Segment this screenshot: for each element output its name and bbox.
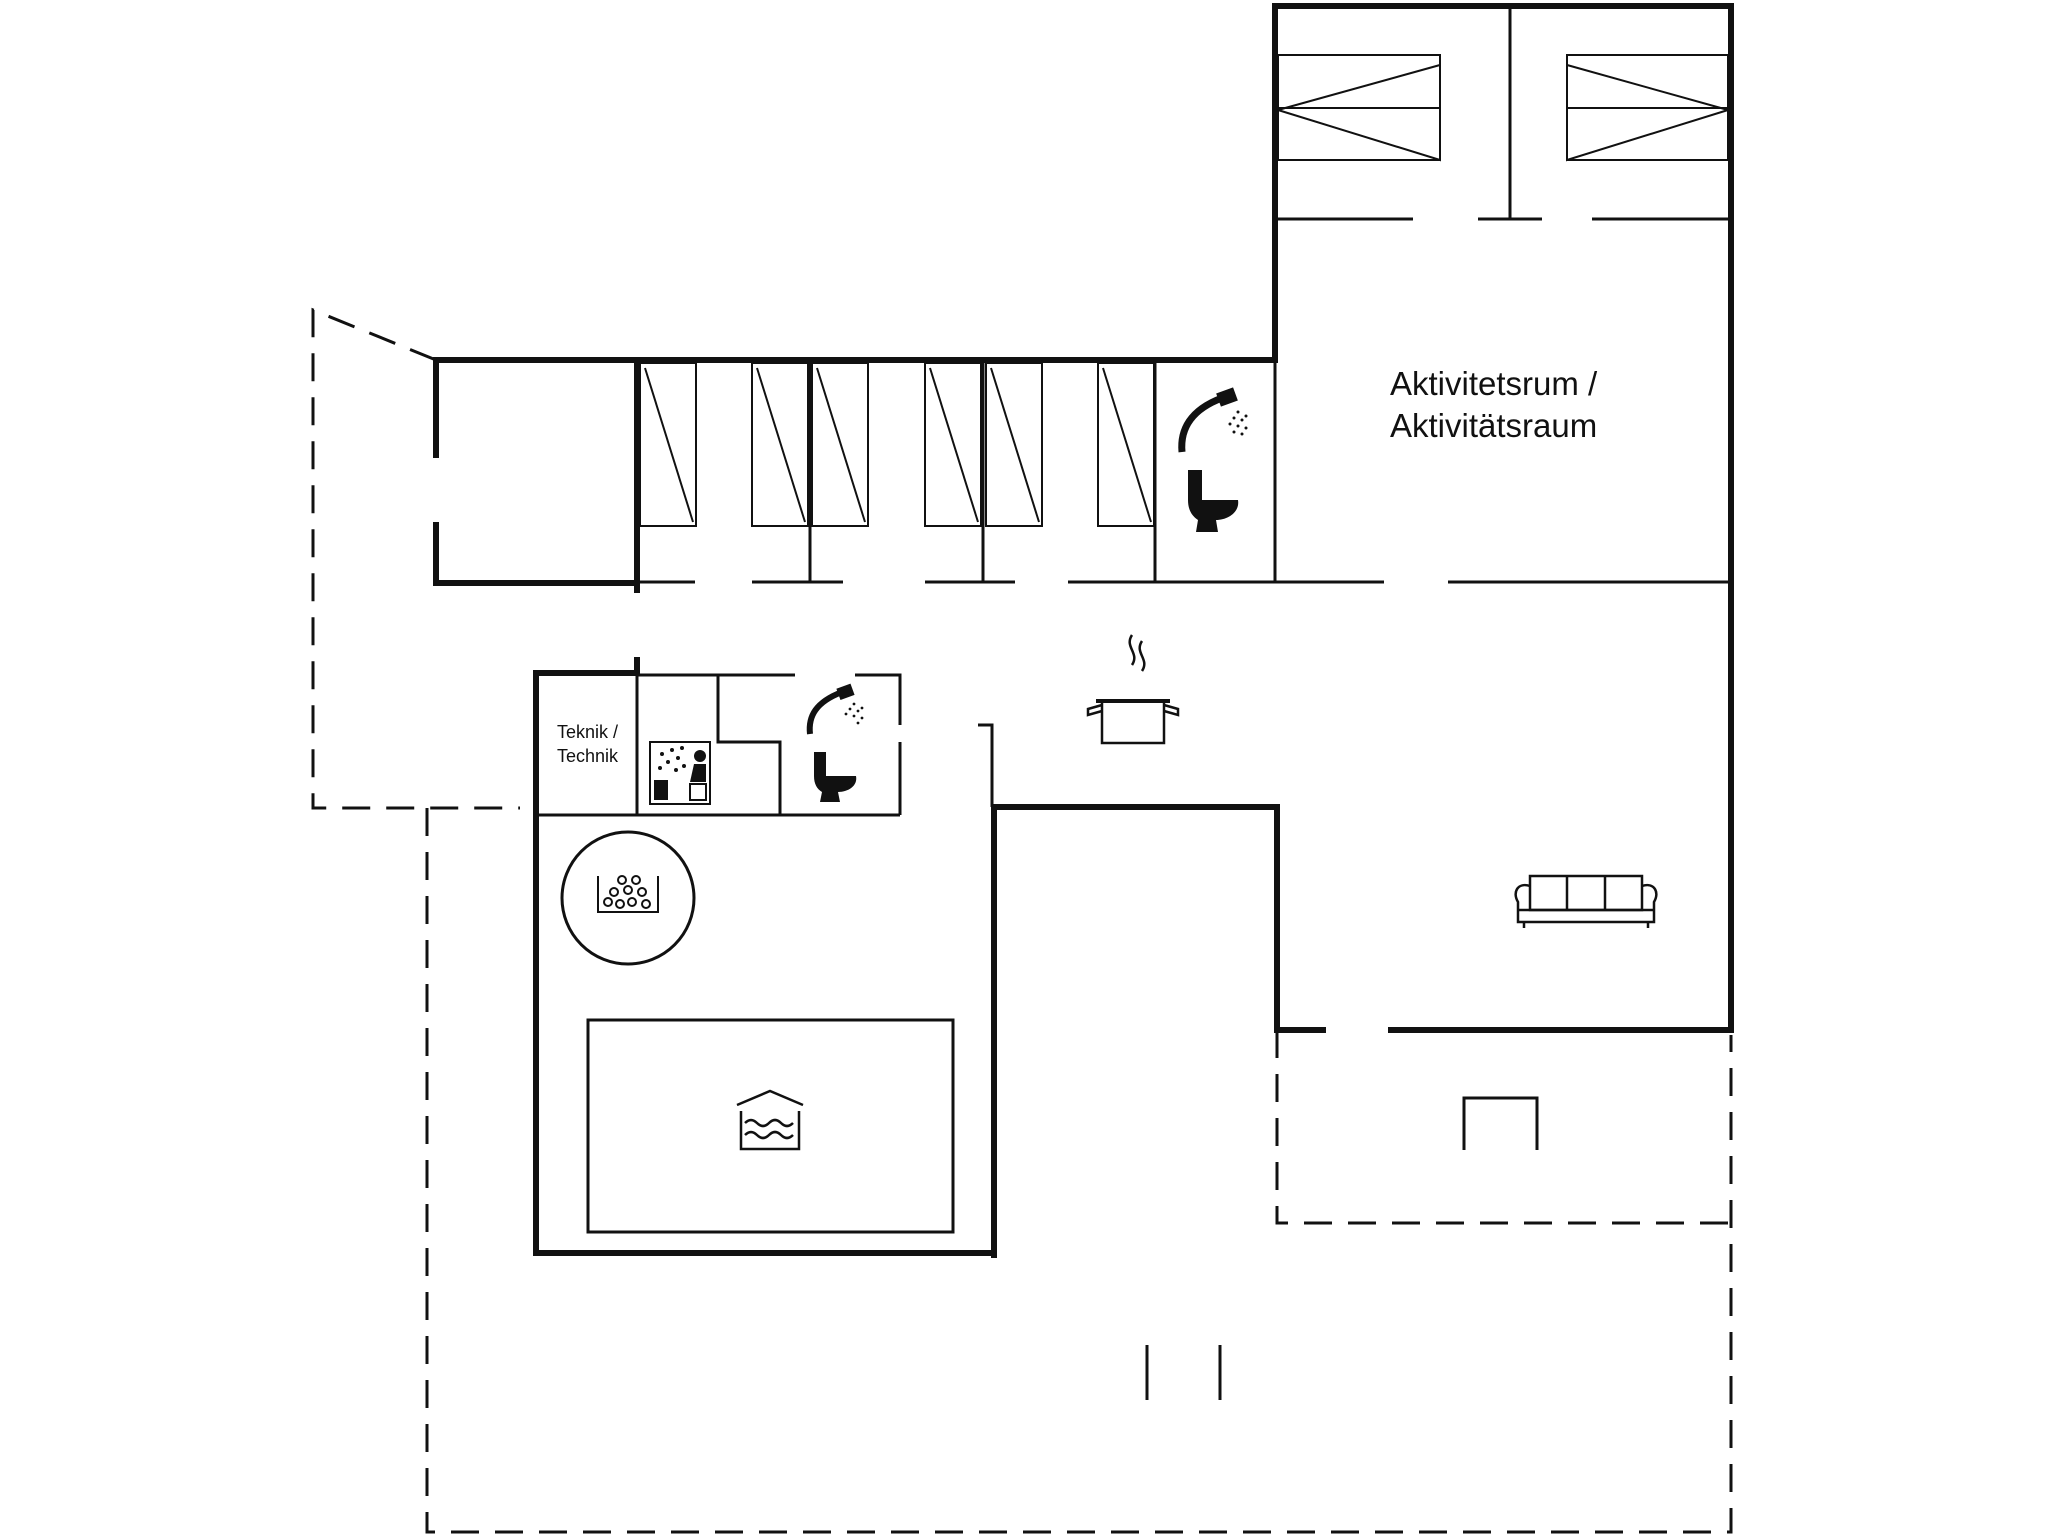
wardrobe-4-diagonal <box>929 367 979 523</box>
bed-left-cross <box>1277 63 1441 162</box>
toilet-icon <box>1188 470 1239 532</box>
wall-pool-room <box>533 657 640 676</box>
wall-sauna-top <box>637 673 782 817</box>
activity-room-label-line2: Aktivitätsraum <box>1390 407 1597 444</box>
wardrobe-6-diagonal <box>1102 367 1152 523</box>
wardrobe-5 <box>985 362 1043 527</box>
terrace-posts <box>1145 1345 1222 1400</box>
terrace-left <box>311 307 520 810</box>
shower-icon <box>806 683 864 735</box>
toilet-icon <box>814 752 857 802</box>
interior-walls <box>534 6 1731 817</box>
dashed-outline <box>311 307 1733 1534</box>
wardrobe-1 <box>639 362 697 527</box>
wardrobe-5-diagonal <box>990 367 1040 523</box>
terrace-bottom <box>425 808 1733 1534</box>
sauna-icon <box>649 741 711 805</box>
wardrobe-2 <box>751 362 809 527</box>
technik-label-line2: Technik <box>557 746 619 766</box>
activity-room-label-line1: Aktivitetsrum / <box>1390 365 1598 402</box>
cooking-pot-icon <box>1086 634 1180 745</box>
wardrobe-3-diagonal <box>816 367 866 523</box>
wardrobe-2-diagonal <box>756 367 806 523</box>
wardrobe-4 <box>924 362 982 527</box>
fireplace-icon <box>1462 1096 1539 1150</box>
upper-beds <box>1277 54 1729 162</box>
wall-door-jamb <box>978 723 994 807</box>
terrace-right <box>1275 1030 1731 1225</box>
wall-kitchen-bottom <box>991 804 1280 1258</box>
wardrobe-3 <box>811 362 869 527</box>
whirlpool-icon <box>597 875 659 913</box>
exterior-walls <box>433 3 1734 1258</box>
pool-room <box>560 830 955 1234</box>
swimming-pool-icon <box>736 1089 804 1151</box>
wall-living-bottom-left <box>1274 807 1326 1033</box>
wall-pool-room-outline <box>533 670 997 1256</box>
technik-label-line1: Teknik / <box>557 722 618 742</box>
wardrobe-6 <box>1097 362 1155 527</box>
whirlpool-tub <box>560 830 696 966</box>
shower-icon <box>1178 387 1248 453</box>
corridor-wardrobes <box>639 362 1155 527</box>
wall-upper-right-block <box>1272 3 1734 1033</box>
wall-left-entry-bottom <box>433 522 640 586</box>
bed-right-cross <box>1566 63 1729 162</box>
swimming-pool <box>586 1018 955 1234</box>
wall-bath-lower-right <box>855 673 902 725</box>
wardrobe-1-diagonal <box>644 367 694 523</box>
sofa-icon <box>1514 874 1658 928</box>
